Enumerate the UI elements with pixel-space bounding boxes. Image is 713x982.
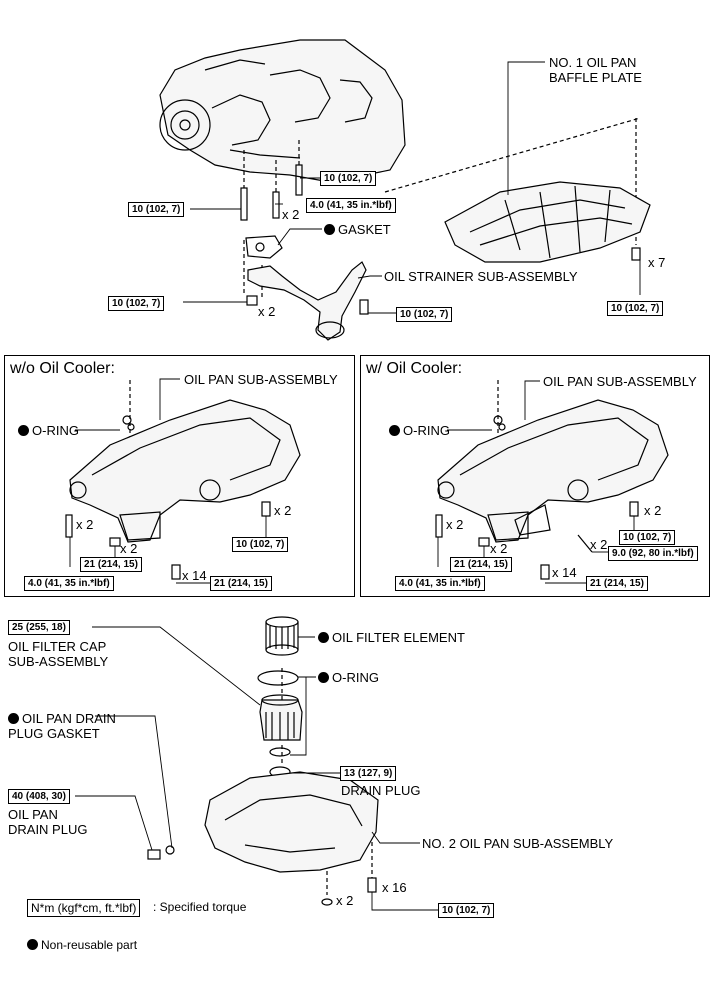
torque-box: 21 (214, 15) — [210, 576, 272, 591]
torque-box: 10 (102, 7) — [320, 171, 377, 186]
quantity-label: x 16 — [382, 880, 407, 895]
drain-plug-bolt — [147, 849, 161, 860]
non-reusable-icon — [318, 672, 329, 683]
torque-box: 21 (214, 15) — [586, 576, 648, 591]
torque-box: 4.0 (41, 35 in.*lbf) — [395, 576, 485, 591]
strainer-bolt — [359, 299, 369, 315]
no2-oil-pan — [204, 771, 379, 873]
oil-filter-element — [265, 616, 299, 656]
quantity-label: x 2 — [258, 304, 276, 319]
quantity-label: x 2 — [490, 541, 508, 556]
strainer-nut — [246, 295, 258, 306]
quantity-label: x 7 — [648, 255, 666, 270]
quantity-label: x 14 — [182, 568, 207, 583]
torque-box: 21 (214, 15) — [80, 557, 142, 572]
quantity-label: x 2 — [336, 893, 354, 908]
filter-o-ring-small — [269, 747, 291, 757]
panel-with-oil-cooler — [360, 355, 710, 597]
oil-pan-left — [69, 399, 301, 543]
oil-filter-cap — [259, 694, 303, 741]
filter-o-ring-large — [257, 670, 299, 686]
quantity-label: x 14 — [552, 565, 577, 580]
label-oil-filter-element: OIL FILTER ELEMENT — [318, 630, 465, 645]
no2-pan-bolt — [367, 877, 377, 893]
baffle-bolt — [631, 247, 641, 261]
legend-torque-text: : Specified torque — [153, 900, 247, 914]
quantity-label: x 2 — [644, 503, 662, 518]
drain-plug-gasket — [165, 845, 175, 855]
label-o-ring-left: O-RING — [18, 423, 79, 438]
non-reusable-icon — [318, 632, 329, 643]
panel-without-oil-cooler-title: w/o Oil Cooler: — [10, 360, 115, 377]
label-oil-strainer: OIL STRAINER SUB-ASSEMBLY — [384, 269, 578, 284]
baffle-plate — [444, 181, 651, 263]
torque-box: 4.0 (41, 35 in.*lbf) — [306, 198, 396, 213]
label-baffle-plate: NO. 1 OIL PAN BAFFLE PLATE — [549, 55, 642, 85]
torque-box: 13 (127, 9) — [340, 766, 397, 781]
torque-box: 25 (255, 18) — [8, 620, 70, 635]
label-o-ring-filter: O-RING — [318, 670, 379, 685]
non-reusable-icon — [389, 425, 400, 436]
non-reusable-icon — [27, 939, 38, 950]
label-drain-plug: DRAIN PLUG — [341, 783, 421, 798]
panel-with-oil-cooler-title: w/ Oil Cooler: — [366, 360, 463, 377]
label-o-ring-right: O-RING — [389, 423, 450, 438]
panel-without-oil-cooler — [4, 355, 355, 597]
torque-box: 4.0 (41, 35 in.*lbf) — [24, 576, 114, 591]
no2-pan-nut — [321, 898, 333, 906]
label-drain-plug-gasket: OIL PAN DRAIN PLUG GASKET — [8, 711, 116, 741]
torque-box: 10 (102, 7) — [108, 296, 165, 311]
torque-box: 10 (102, 7) — [232, 537, 289, 552]
label-gasket: GASKET — [324, 222, 391, 237]
legend-torque-symbol: N*m (kgf*cm, ft.*lbf) — [27, 899, 141, 917]
quantity-label: x 2 — [76, 517, 94, 532]
quantity-label: x 2 — [274, 503, 292, 518]
torque-box: 10 (102, 7) — [619, 530, 676, 545]
strainer-gasket — [245, 235, 283, 259]
non-reusable-icon — [18, 425, 29, 436]
legend-non-reusable: Non-reusable part — [27, 938, 137, 953]
leader-lines — [69, 61, 641, 911]
quantity-label: x 2 — [282, 207, 300, 222]
torque-box: 10 (102, 7) — [607, 301, 664, 316]
engine-block — [159, 39, 406, 183]
torque-box: 10 (102, 7) — [128, 202, 185, 217]
oil-strainer — [247, 261, 367, 341]
label-oil-pan-left: OIL PAN SUB-ASSEMBLY — [184, 372, 338, 387]
label-no2-oil-pan: NO. 2 OIL PAN SUB-ASSEMBLY — [422, 836, 614, 851]
oil-pan-right — [437, 399, 669, 543]
label-oil-filter-cap: OIL FILTER CAP SUB-ASSEMBLY — [8, 639, 109, 669]
label-oil-pan-drain-plug: OIL PAN DRAIN PLUG — [8, 807, 88, 837]
torque-box: 40 (408, 30) — [8, 789, 70, 804]
torque-box: 9.0 (92, 80 in.*lbf) — [608, 546, 698, 561]
torque-box: 10 (102, 7) — [438, 903, 495, 918]
non-reusable-icon — [324, 224, 335, 235]
quantity-label: x 2 — [120, 541, 138, 556]
quantity-label: x 2 — [590, 537, 608, 552]
oil-pan-left-fasteners — [65, 415, 271, 580]
non-reusable-icon — [8, 713, 19, 724]
torque-box: 21 (214, 15) — [450, 557, 512, 572]
torque-box: 10 (102, 7) — [396, 307, 453, 322]
label-oil-pan-right: OIL PAN SUB-ASSEMBLY — [543, 374, 697, 389]
quantity-label: x 2 — [446, 517, 464, 532]
